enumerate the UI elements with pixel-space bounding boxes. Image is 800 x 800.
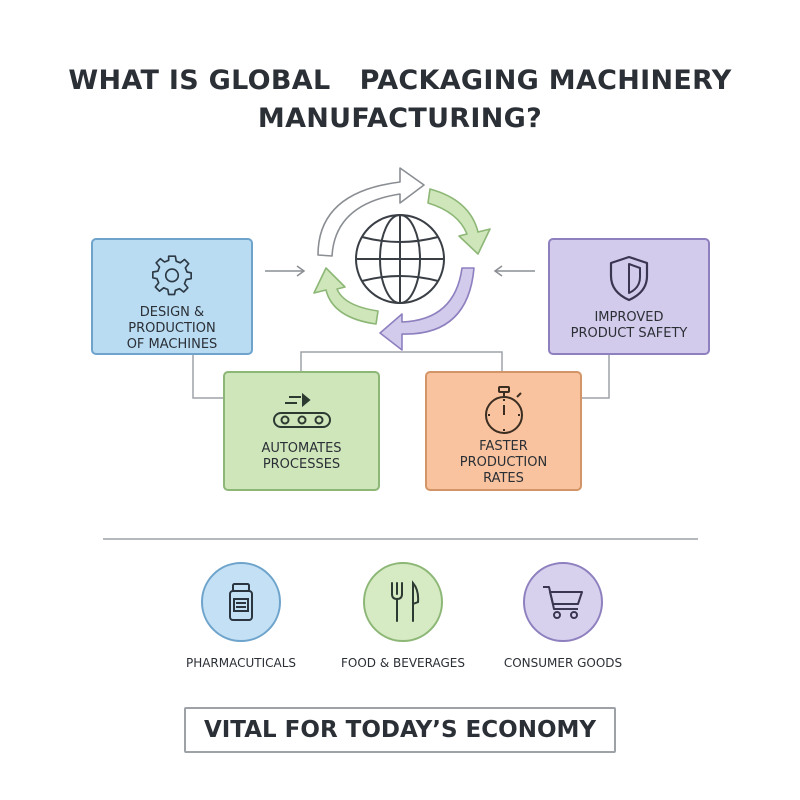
circular-arrows-icon — [313, 167, 491, 351]
industry-pharma-circle — [201, 562, 281, 642]
industry-pharma-label: PHARMACUTICALS — [185, 656, 297, 670]
card-product-safety: IMPROVED PRODUCT SAFETY — [548, 238, 710, 355]
cycle-arrow-bottom — [379, 267, 475, 351]
industry-food-beverages: FOOD & BEVERAGES — [318, 562, 488, 670]
shopping-cart-icon — [543, 586, 583, 619]
gear-icon — [152, 255, 192, 296]
title-line-2: MANUFACTURING? — [257, 103, 543, 134]
shield-icon — [609, 255, 649, 302]
industry-pharmaceuticals: PHARMACUTICALS — [156, 562, 326, 670]
card-design-production: DESIGN & PRODUCTION OF MACHINES — [91, 238, 253, 355]
industry-food-circle — [363, 562, 443, 642]
card-automates-label: AUTOMATES PROCESSES — [261, 441, 342, 472]
card-safety-label: IMPROVED PRODUCT SAFETY — [570, 310, 688, 341]
card-automates-processes: AUTOMATES PROCESSES — [223, 371, 380, 491]
stopwatch-icon — [484, 386, 523, 434]
medicine-bottle-icon — [229, 583, 253, 621]
footer-banner: VITAL FOR TODAY’S ECONOMY — [184, 707, 616, 753]
cycle-arrow-right — [427, 188, 491, 255]
industry-consumer-goods: CONSUMER GOODS — [478, 562, 648, 670]
card-design-label: DESIGN & PRODUCTION OF MACHINES — [126, 305, 218, 352]
conveyor-icon — [272, 393, 331, 428]
industry-consumer-label: CONSUMER GOODS — [503, 656, 623, 670]
arrow-left-to-center — [265, 265, 306, 277]
card-faster-production: FASTER PRODUCTION RATES — [425, 371, 582, 491]
section-divider — [103, 538, 698, 540]
cycle-arrow-top — [317, 167, 425, 257]
card-faster-label: FASTER PRODUCTION RATES — [459, 439, 548, 486]
connector-lines — [192, 351, 610, 399]
fork-knife-icon — [391, 580, 420, 622]
industry-food-label: FOOD & BEVERAGES — [341, 656, 465, 670]
cycle-arrow-left — [313, 267, 379, 325]
page-title: WHAT IS GLOBAL PACKAGING MACHINERY MANUF… — [0, 62, 800, 138]
footer-text: VITAL FOR TODAY’S ECONOMY — [203, 717, 597, 743]
arrow-right-to-center — [493, 265, 535, 277]
title-line-1: WHAT IS GLOBAL PACKAGING MACHINERY — [68, 65, 732, 96]
industry-consumer-circle — [523, 562, 603, 642]
globe-icon — [355, 214, 445, 304]
